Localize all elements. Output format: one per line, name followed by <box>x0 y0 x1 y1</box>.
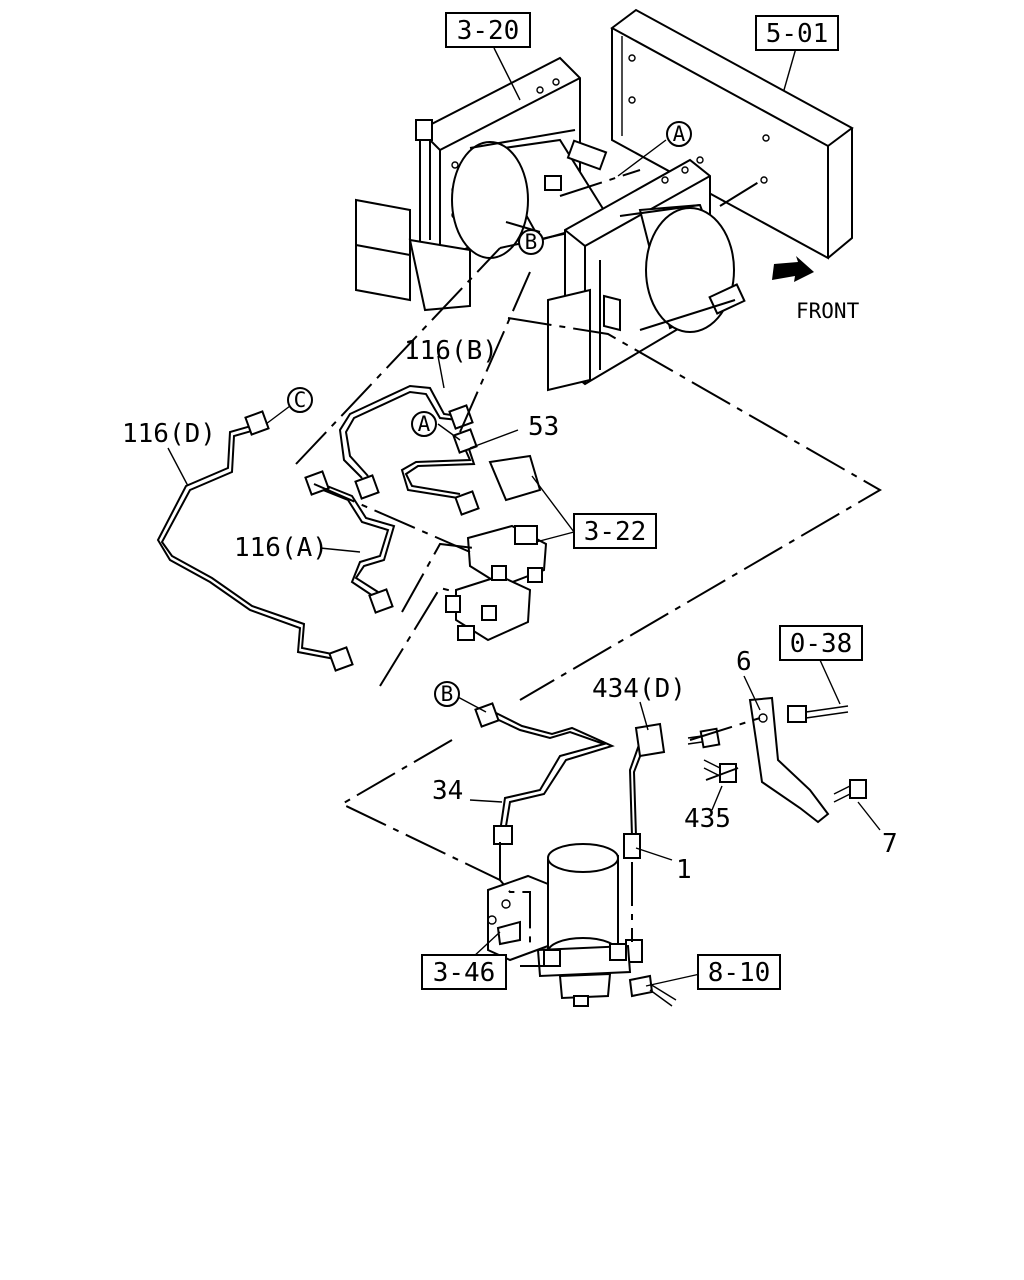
label-34: 34 <box>432 776 463 806</box>
pipe-53 <box>400 428 480 516</box>
callout-3-22: 3-22 <box>573 513 657 549</box>
front-label: FRONT <box>796 299 860 323</box>
label-116a: 116(A) <box>234 533 328 563</box>
svg-text:3-20: 3-20 <box>457 16 520 46</box>
svg-text:A: A <box>673 122 686 146</box>
pipe-116b <box>338 384 474 500</box>
front-air-tank <box>619 203 746 333</box>
svg-text:5-01: 5-01 <box>766 19 829 49</box>
label-6: 6 <box>736 647 752 677</box>
bolt-7 <box>833 779 867 803</box>
label-1: 1 <box>676 855 692 885</box>
pipe-116a <box>304 470 396 614</box>
bolt-435 <box>703 759 737 783</box>
guide-lines <box>295 169 882 967</box>
svg-text:B: B <box>441 682 454 706</box>
svg-text:3-22: 3-22 <box>584 517 647 547</box>
pipe-116d <box>156 410 354 672</box>
harness-434d <box>623 722 666 963</box>
label-435: 435 <box>684 804 731 834</box>
marker-b-top: B <box>518 229 544 255</box>
label-116d: 116(D) <box>122 419 216 449</box>
marker-b-low: B <box>434 681 460 707</box>
callout-3-20: 3-20 <box>445 12 531 48</box>
callout-8-10: 8-10 <box>697 954 781 990</box>
bolt-434d <box>687 727 721 749</box>
callout-5-01: 5-01 <box>755 15 839 51</box>
chassis-frame-rail <box>610 8 854 260</box>
svg-text:B: B <box>525 230 538 254</box>
connector-8-10 <box>628 974 677 1007</box>
pipe-b <box>474 702 615 845</box>
marker-a-mid: A <box>411 411 437 437</box>
callout-3-46: 3-46 <box>421 954 507 990</box>
bolt-0-38 <box>787 705 849 723</box>
marker-c-mid: C <box>287 387 313 413</box>
label-53: 53 <box>528 412 559 442</box>
label-7: 7 <box>882 829 898 859</box>
label-116b: 116(B) <box>404 336 498 366</box>
svg-text:8-10: 8-10 <box>708 958 771 988</box>
front-direction-indicator: FRONT <box>772 256 860 323</box>
marker-a-top: A <box>666 121 692 147</box>
svg-text:0-38: 0-38 <box>790 629 853 659</box>
svg-text:A: A <box>418 412 431 436</box>
svg-text:C: C <box>294 388 307 412</box>
callout-0-38: 0-38 <box>779 625 863 661</box>
air-dryer <box>487 843 632 1007</box>
valve-assembly <box>445 454 548 642</box>
leader-lines <box>167 47 881 987</box>
label-434d: 434(D) <box>592 674 686 704</box>
svg-text:3-46: 3-46 <box>433 958 496 988</box>
